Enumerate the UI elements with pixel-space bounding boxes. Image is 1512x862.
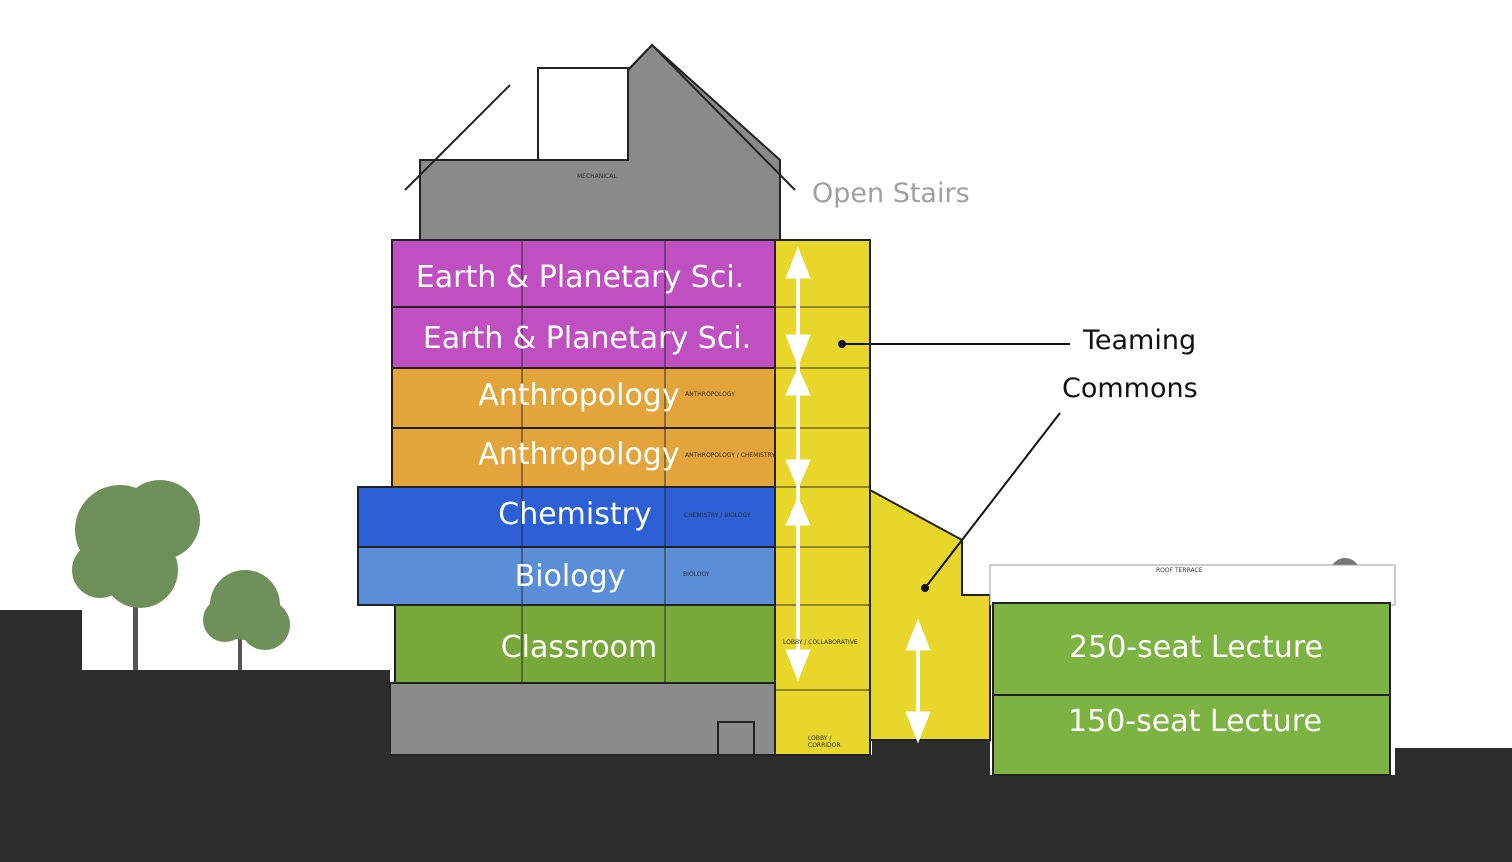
floor-earth-2 [391, 306, 776, 369]
note-lobby-collab: LOBBY / COLLABORATIVE [783, 639, 858, 646]
floor-label-earth-1: Earth & Planetary Sci. [415, 260, 745, 295]
basement [389, 682, 776, 756]
floor-label-classroom: Classroom [500, 630, 658, 665]
floor-biology [357, 546, 776, 606]
floor-earth-1 [391, 239, 776, 308]
tree-icon [72, 480, 290, 670]
open-stairs-label: Open Stairs [812, 178, 970, 209]
note-roof-terrace: ROOF TERRACE [1156, 567, 1203, 574]
lecture-250 [992, 602, 1391, 696]
lecture-250-label: 250-seat Lecture [1069, 630, 1323, 665]
note-biology: BIOLOGY [683, 571, 710, 578]
note-anthropology: ANTHROPOLOGY [685, 391, 735, 398]
floor-label-anthro-2: Anthropology [478, 437, 680, 472]
floor-label-chemistry: Chemistry [498, 497, 652, 532]
floor-label-anthro-1: Anthropology [478, 378, 680, 413]
floor-classroom [394, 604, 776, 684]
teaming-label: Teaming [1083, 325, 1197, 356]
note-anthro-chem: ANTHROPOLOGY / CHEMISTRY [685, 452, 776, 459]
floor-anthro-2 [391, 427, 776, 488]
vertical-circulation-arrows-icon [785, 246, 931, 744]
lecture-150 [992, 694, 1391, 776]
commons-label: Commons [1062, 373, 1198, 404]
lecture-150-label: 150-seat Lecture [1068, 704, 1322, 739]
floor-label-earth-2: Earth & Planetary Sci. [422, 321, 752, 356]
floor-chemistry [357, 486, 776, 548]
note-lobby-corridor: LOBBY / CORRIDOR [808, 735, 841, 749]
floor-label-biology: Biology [514, 559, 626, 594]
ground [0, 610, 1512, 862]
open-stairs-zone [774, 239, 871, 756]
note-chem-bio: CHEMISTRY / BIOLOGY [684, 512, 751, 519]
note-mechanical: MECHANICAL [577, 173, 617, 180]
floor-anthro-1 [391, 367, 776, 429]
